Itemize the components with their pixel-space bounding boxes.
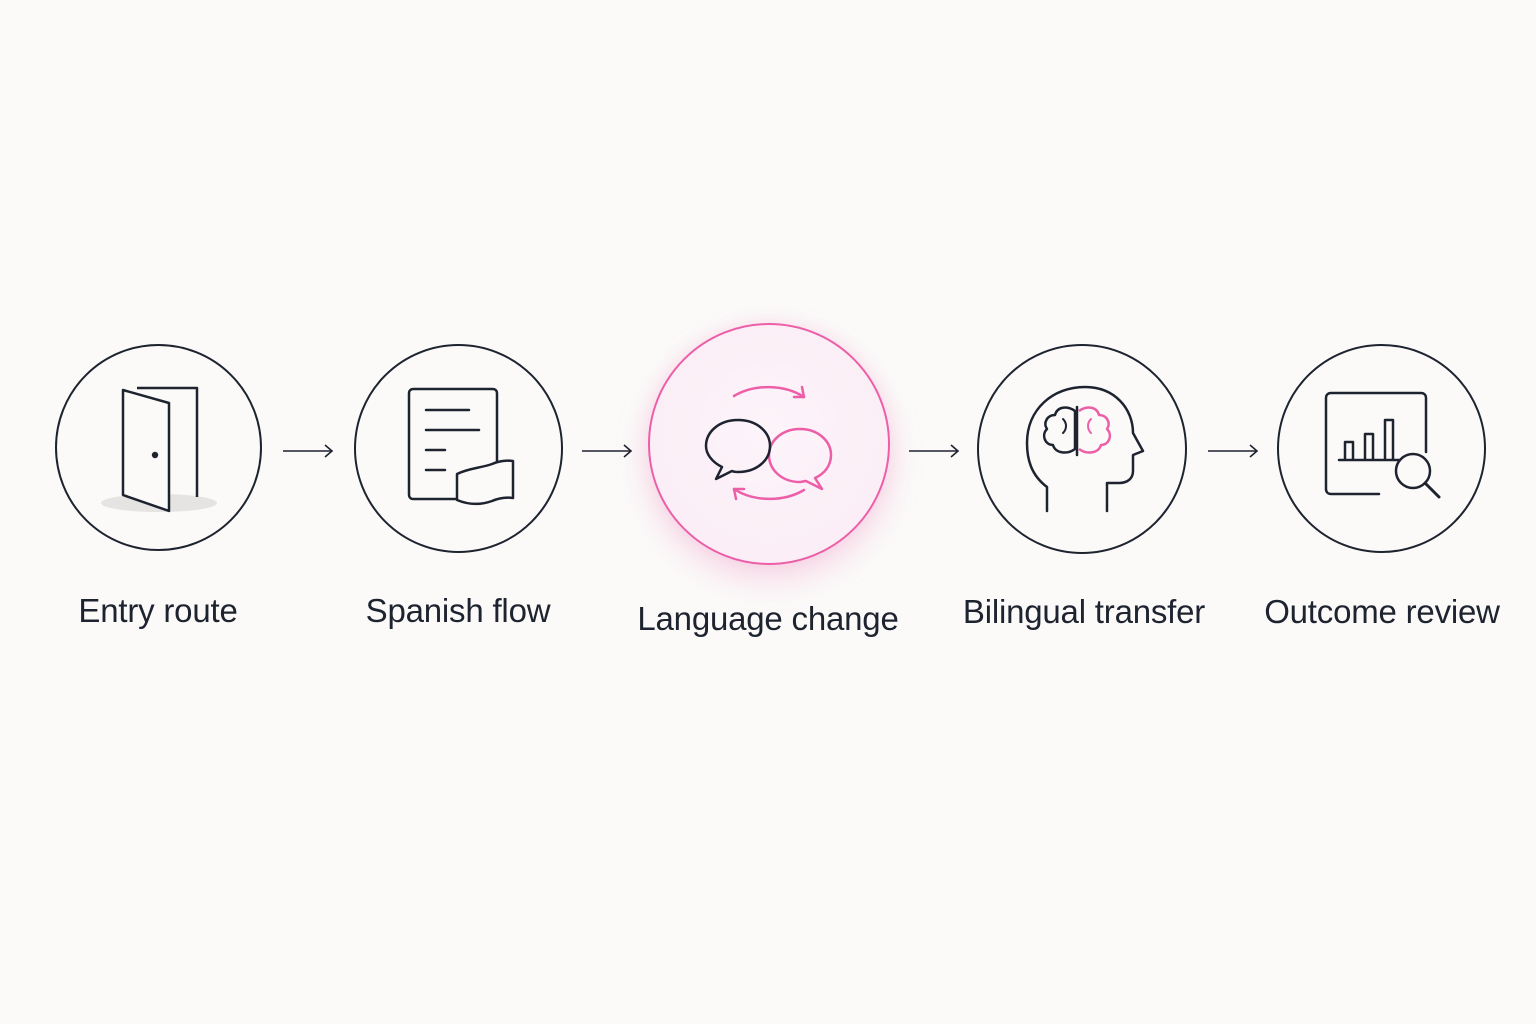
step-spanish-flow	[354, 344, 563, 553]
step-label-outcome-review: Outcome review	[1264, 593, 1500, 630]
arrow-icon	[1208, 444, 1259, 458]
step-label-entry-route: Entry route	[78, 592, 238, 629]
step-outcome-review	[1277, 344, 1486, 553]
step-label-bilingual-transfer: Bilingual transfer	[962, 593, 1206, 630]
speech-bubbles-switch-icon	[704, 385, 833, 501]
door-icon	[100, 386, 217, 512]
head-brain-icon	[1025, 385, 1145, 513]
step-language-change	[648, 323, 890, 565]
step-label-language-change: Language change	[637, 600, 899, 637]
arrow-icon	[283, 444, 334, 458]
arrow-icon	[582, 444, 633, 458]
step-bilingual-transfer	[977, 344, 1187, 554]
step-label-spanish-flow: Spanish flow	[365, 592, 551, 629]
chart-magnifier-icon	[1324, 391, 1440, 498]
arrow-icon	[909, 444, 960, 458]
step-entry-route	[55, 344, 262, 551]
document-flag-icon	[407, 387, 514, 505]
